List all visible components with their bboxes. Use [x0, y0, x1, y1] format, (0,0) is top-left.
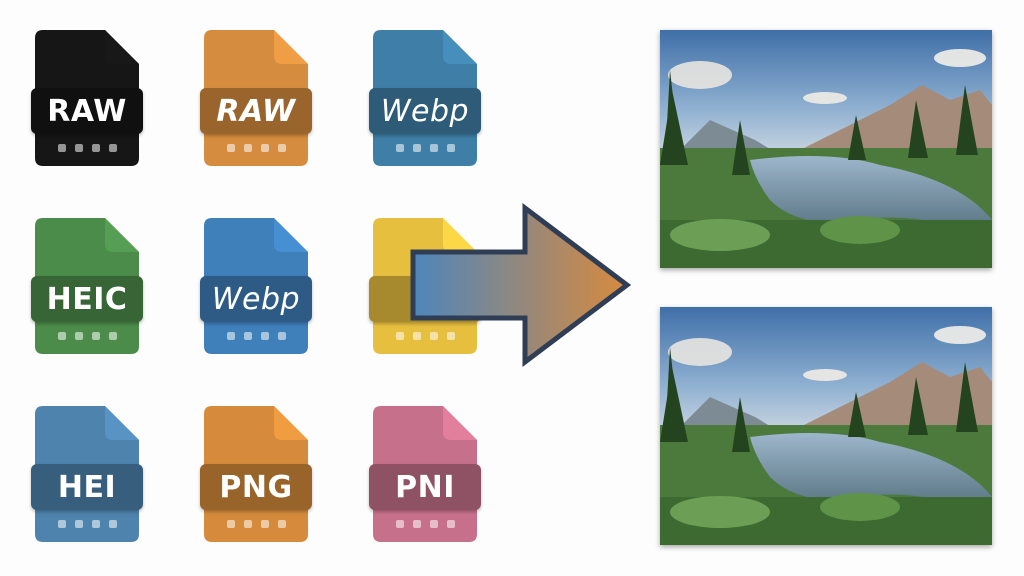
- file-dots: [204, 332, 308, 342]
- right-arrow-icon: [410, 202, 632, 368]
- file-dots: [35, 332, 139, 342]
- file-type-label: RAW: [200, 88, 312, 134]
- file-icon: Webp: [200, 218, 312, 354]
- file-type-label: HEI: [31, 464, 143, 510]
- file-dots: [373, 332, 477, 342]
- landscape-photo-top: [660, 30, 992, 268]
- file-type-label: PNI: [369, 464, 481, 510]
- file-type-label: HEIC: [31, 276, 143, 322]
- file-icon: HEIC: [31, 218, 143, 354]
- file-type-label: PNG: [200, 464, 312, 510]
- file-dots: [204, 520, 308, 530]
- file-icon: PNG: [200, 406, 312, 542]
- arrow-shape: [410, 202, 632, 368]
- file-icon: PNI: [369, 406, 481, 542]
- file-dots: [35, 520, 139, 530]
- file-dots: [204, 144, 308, 154]
- file-icon: RAW: [200, 30, 312, 166]
- file-type-label: Webp: [369, 88, 481, 134]
- file-type-label: Webp: [200, 276, 312, 322]
- file-icon: Webp: [369, 30, 481, 166]
- file-type-label: RAW: [31, 88, 143, 134]
- file-icon: HEI: [31, 406, 143, 542]
- file-icon: RAW: [31, 30, 143, 166]
- file-dots: [35, 144, 139, 154]
- file-dots: [373, 520, 477, 530]
- file-dots: [373, 144, 477, 154]
- landscape-photo-bottom: [660, 307, 992, 545]
